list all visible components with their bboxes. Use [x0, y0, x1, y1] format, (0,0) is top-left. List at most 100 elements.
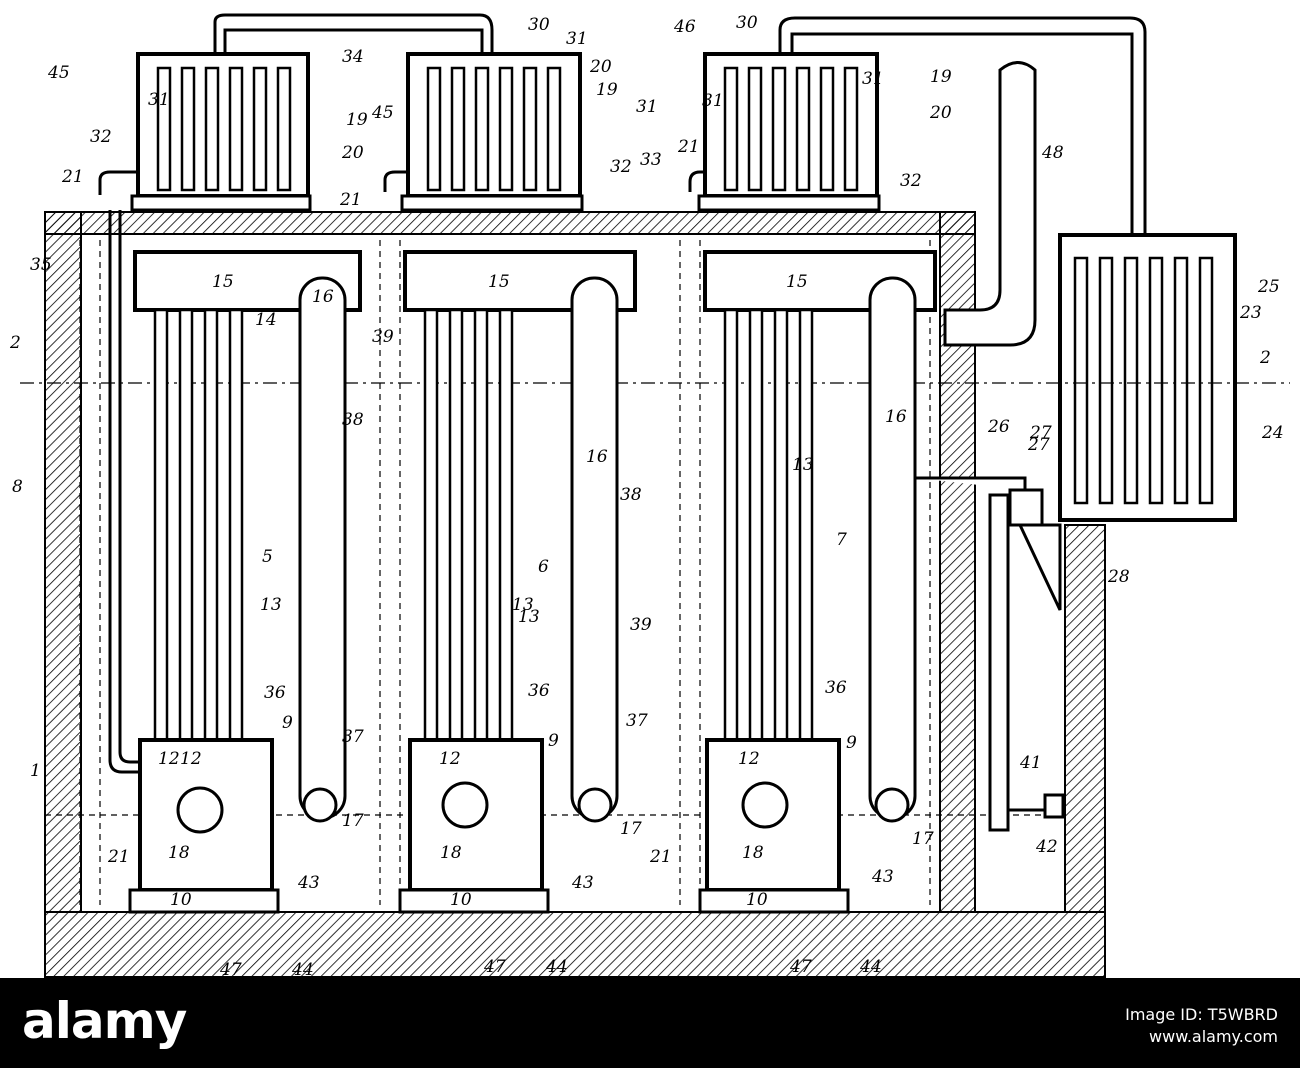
- reference-label: 21: [339, 190, 362, 210]
- reference-label: 34: [342, 47, 364, 67]
- reference-label: 21: [61, 167, 84, 187]
- reference-label: 44: [859, 957, 882, 977]
- reference-label: 10: [746, 890, 768, 910]
- reference-label: 8: [12, 477, 23, 497]
- reference-label: 18: [168, 843, 190, 863]
- reference-label: 27: [1027, 435, 1050, 455]
- reference-label: 18: [742, 843, 764, 863]
- image-meta: Image ID: T5WBRD www.alamy.com: [1125, 1004, 1278, 1048]
- evaporator-unit-3: [698, 250, 937, 914]
- reference-label: 47: [219, 960, 242, 978]
- reference-label: 37: [342, 727, 364, 747]
- reference-label: 25: [1257, 277, 1280, 297]
- evaporator-unit-1: [128, 250, 362, 914]
- reference-label: 16: [586, 447, 608, 467]
- reference-label: 1: [30, 761, 41, 781]
- reference-label: 19: [930, 67, 952, 87]
- reference-label: 39: [372, 327, 394, 347]
- reference-label: 10: [170, 890, 192, 910]
- reference-label: 31: [148, 90, 170, 110]
- reference-label: 13: [518, 607, 540, 627]
- reference-label: 13: [792, 455, 814, 475]
- condenser-2: [400, 52, 584, 212]
- reference-label: 20: [589, 57, 612, 77]
- pump: [915, 476, 1065, 832]
- reference-label: 33: [640, 150, 662, 170]
- reference-label: 2: [9, 333, 21, 353]
- reference-label: 17: [620, 819, 642, 839]
- reference-label: 17: [342, 811, 364, 831]
- reference-label: 24: [1261, 423, 1284, 443]
- reference-label: 48: [1041, 143, 1064, 163]
- reference-label: 36: [825, 678, 847, 698]
- reference-label: 13: [260, 595, 282, 615]
- reference-label: 30: [528, 15, 550, 35]
- reference-label: 6: [538, 557, 549, 577]
- condenser-3: [697, 52, 881, 212]
- reference-label: 31: [636, 97, 658, 117]
- reference-label: 43: [571, 873, 594, 893]
- reference-label: 31: [702, 91, 724, 111]
- reference-label: 18: [440, 843, 462, 863]
- reference-label: 19: [346, 110, 368, 130]
- reference-label: 37: [626, 711, 648, 731]
- reference-label: 2: [1259, 348, 1271, 368]
- reference-label: 15: [212, 272, 234, 292]
- site-url: www.alamy.com: [1149, 1027, 1278, 1046]
- reference-label: 32: [610, 157, 632, 177]
- reference-label: 23: [1239, 303, 1262, 323]
- reference-label: 43: [871, 867, 894, 887]
- reference-label: 39: [630, 615, 652, 635]
- reference-label: 27: [1029, 423, 1052, 443]
- reference-label: 45: [371, 103, 394, 123]
- reference-label: 9: [548, 731, 559, 751]
- reference-label: 43: [297, 873, 320, 893]
- reference-label: 36: [528, 681, 550, 701]
- image-id: Image ID: T5WBRD: [1125, 1005, 1278, 1024]
- reference-label: 12: [439, 749, 461, 769]
- evaporator-unit-2: [398, 250, 637, 914]
- patent-drawing: 4531303146303445192031193120192021313221…: [9, 13, 1290, 978]
- reference-label: 20: [341, 143, 364, 163]
- reference-label: 38: [620, 485, 642, 505]
- reference-label: 5: [262, 547, 273, 567]
- reference-label: 12: [738, 749, 760, 769]
- reference-label: 47: [483, 957, 506, 977]
- reference-label: 45: [47, 63, 70, 83]
- reference-label: 32: [90, 127, 112, 147]
- reference-label: 12: [158, 749, 180, 769]
- reference-label: 28: [1107, 567, 1130, 587]
- reference-label: 31: [566, 29, 588, 49]
- masonry-wall: [44, 211, 1106, 978]
- reference-label: 38: [342, 410, 364, 430]
- reference-label: 16: [312, 287, 334, 307]
- reference-label: 26: [987, 417, 1010, 437]
- reference-label: 44: [291, 960, 314, 978]
- reference-label: 20: [929, 103, 952, 123]
- reference-label: 7: [836, 530, 847, 550]
- watermark-banner: alamy Image ID: T5WBRD www.alamy.com: [0, 978, 1300, 1068]
- reference-label: 16: [885, 407, 907, 427]
- reference-label: 21: [677, 137, 700, 157]
- side-condenser: [943, 61, 1237, 522]
- reference-label: 13: [512, 595, 534, 615]
- reference-label: 15: [786, 272, 808, 292]
- reference-label: 12: [180, 749, 202, 769]
- reference-label: 19: [596, 80, 618, 100]
- reference-label: 47: [789, 957, 812, 977]
- reference-label: 21: [107, 847, 130, 867]
- reference-label: 9: [282, 713, 293, 733]
- condenser-1: [130, 52, 312, 212]
- reference-label: 35: [30, 255, 52, 275]
- reference-label: 14: [255, 310, 277, 330]
- reference-label: 46: [673, 17, 696, 37]
- reference-label: 9: [846, 733, 857, 753]
- reference-label: 15: [488, 272, 510, 292]
- reference-label: 36: [264, 683, 286, 703]
- reference-label: 31: [862, 69, 884, 89]
- reference-label: 44: [545, 957, 568, 977]
- reference-label: 10: [450, 890, 472, 910]
- reference-label: 41: [1019, 753, 1042, 773]
- reference-label: 21: [649, 847, 672, 867]
